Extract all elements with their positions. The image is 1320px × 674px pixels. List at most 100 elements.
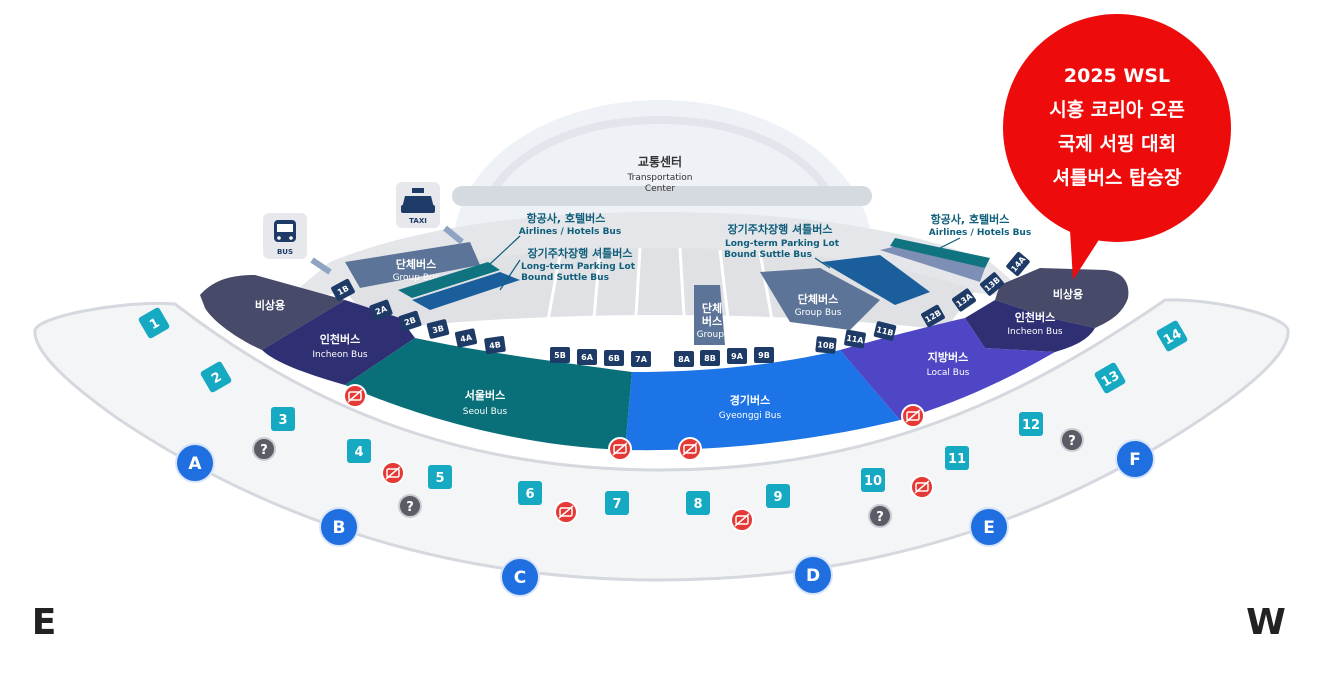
airline-right-ko: 항공사, 호텔버스 [931, 212, 1010, 226]
bus-stop-marker [754, 347, 774, 363]
parking-left-en2: Bound Suttle Bus [521, 273, 609, 283]
svg-text:?: ? [876, 510, 884, 525]
bus-stop-marker [426, 319, 450, 339]
bus-stop-label: 10B [817, 340, 835, 351]
gate-label: 8 [693, 497, 702, 512]
bus-stop-marker [577, 349, 597, 365]
gate-10: 10 [861, 468, 885, 492]
gate-6: 6 [518, 481, 542, 505]
bus-stop-3B: 3B [426, 319, 450, 339]
gate-14: 14 [1156, 320, 1188, 352]
exit-marker [1115, 439, 1155, 479]
bus-stop-marker [873, 321, 897, 341]
exit-label: E [983, 518, 995, 538]
bus-stop-label: 3B [431, 324, 445, 336]
bus-icon: BUS [263, 213, 307, 259]
zone-parking-left [412, 272, 520, 310]
bus-stop-label: 8B [704, 354, 716, 363]
callout-line1: 2025 WSL [1064, 65, 1170, 87]
bus-stop-marker [550, 347, 570, 363]
no-parking-icon [678, 437, 702, 461]
incheon-left-en: Incheon Bus [312, 350, 367, 360]
gate-13: 13 [1094, 362, 1126, 394]
gate-9: 9 [766, 484, 790, 508]
no-parking-icon [901, 404, 925, 428]
no-parking-icon [910, 475, 934, 499]
bus-stop-14A: 14A [1006, 252, 1030, 276]
bus-stop-marker [727, 348, 747, 364]
svg-text:?: ? [1068, 434, 1076, 449]
taxi-icon-label: TAXI [409, 217, 427, 225]
exit-label: C [514, 568, 526, 588]
group-mid-en: Group Bus [697, 330, 744, 340]
zone-right-lane [880, 244, 985, 282]
gate-4: 4 [347, 439, 371, 463]
bus-stop-marker [604, 350, 624, 366]
bus-stop-marker [815, 336, 837, 354]
gate-marker [861, 468, 885, 492]
emergency-left-label: 비상용 [255, 298, 285, 312]
gate-marker [1019, 412, 1043, 436]
bus-stop-label: 2A [374, 304, 389, 317]
gate-3: 3 [271, 407, 295, 431]
bus-stop-label: 6B [608, 354, 620, 363]
info-icon: ? [868, 504, 892, 528]
bus-stop-6B: 6B [604, 350, 624, 366]
bus-stop-marker [844, 329, 866, 349]
zone-gyeonggi-bus [625, 350, 900, 451]
bus-stop-label: 9A [731, 352, 744, 361]
no-parking-icon [554, 500, 578, 524]
parking-right-en1: Long-term Parking Lot [725, 239, 840, 249]
gate-marker [686, 491, 710, 515]
zone-emergency-left [200, 275, 345, 350]
bus-stop-4B: 4B [484, 335, 506, 355]
gate-8: 8 [686, 491, 710, 515]
gate-5: 5 [428, 465, 452, 489]
gate-marker [1156, 320, 1188, 352]
gate-label: 7 [612, 497, 621, 512]
bus-stop-11A: 11A [844, 329, 866, 349]
bus-stop-9A: 9A [727, 348, 747, 364]
zone-parking-right [822, 255, 930, 305]
bus-stop-8A: 8A [674, 351, 694, 367]
gate-marker [766, 484, 790, 508]
bus-stop-marker [980, 272, 1004, 296]
gate-marker [347, 439, 371, 463]
bus-stop-marker [454, 328, 478, 348]
bus-stop-2B: 2B [398, 310, 422, 332]
bus-stop-11B: 11B [873, 321, 897, 341]
zone-incheon-right [965, 300, 1095, 352]
taxi-arrow [443, 225, 464, 245]
group-mid-ko2: 버스 [702, 314, 722, 328]
gate-label: 9 [773, 490, 782, 505]
gate-marker [945, 446, 969, 470]
bus-stop-marker [700, 350, 720, 366]
bus-stop-marker [369, 299, 393, 321]
gate-label: 5 [435, 471, 444, 486]
bus-arrow [310, 257, 332, 275]
exit-E: E [969, 507, 1009, 547]
bus-stop-12B: 12B [921, 304, 945, 328]
gate-label: 12 [1022, 418, 1040, 433]
info-icon: ? [398, 494, 422, 518]
gate-marker [1094, 362, 1126, 394]
gate-label: 10 [864, 474, 882, 489]
building-deck [452, 186, 872, 206]
no-parking-icon [730, 508, 754, 532]
group-right-ko: 단체버스 [798, 292, 838, 306]
exit-F: F [1115, 439, 1155, 479]
gate-12: 12 [1019, 412, 1043, 436]
gate-label: 11 [948, 452, 966, 467]
direction-east: E [32, 602, 57, 643]
exit-label: A [188, 454, 202, 474]
gate-label: 6 [525, 487, 534, 502]
exit-marker [175, 443, 215, 483]
bus-stop-13B: 13B [980, 272, 1004, 296]
transport-center-label: 교통센터 [638, 154, 682, 169]
gate-marker [605, 491, 629, 515]
bus-stop-4A: 4A [454, 328, 478, 348]
bus-stop-marker [484, 335, 506, 355]
bus-stop-label: 7A [635, 355, 648, 364]
